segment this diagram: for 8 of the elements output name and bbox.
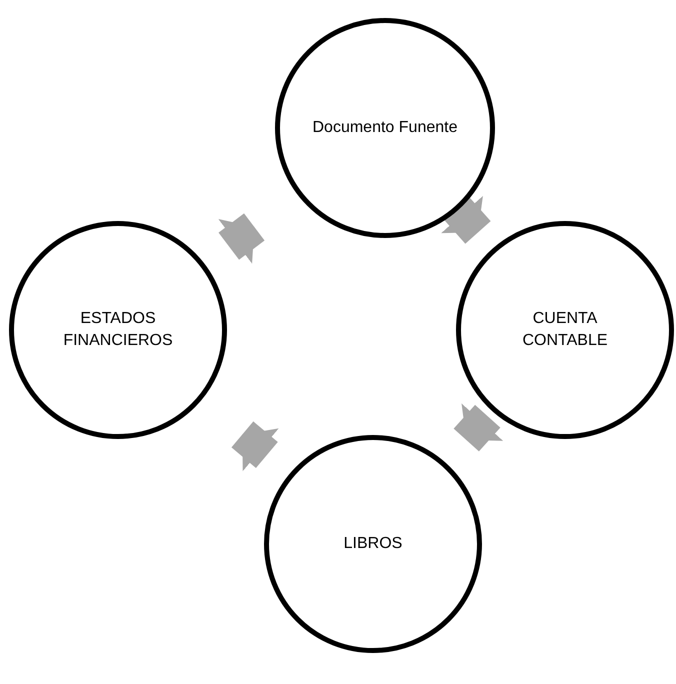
node-label: LIBROS xyxy=(342,534,404,554)
node-label: ESTADOS FINANCIEROS xyxy=(62,309,174,351)
block-arrow xyxy=(454,403,504,452)
block-arrow xyxy=(218,213,265,264)
block-arrow xyxy=(441,196,491,244)
block-arrow xyxy=(231,421,279,472)
node-label: CUENTA CONTABLE xyxy=(521,309,609,351)
node-label: Documento Funente xyxy=(312,118,458,138)
